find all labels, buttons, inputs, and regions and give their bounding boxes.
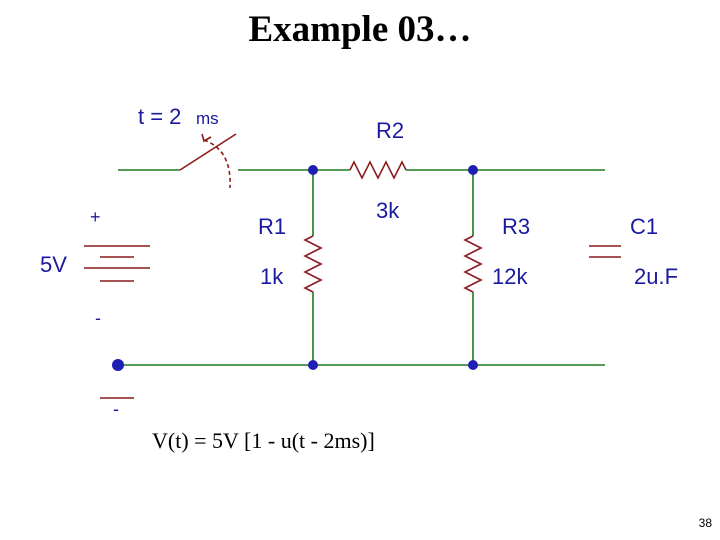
battery <box>84 245 150 282</box>
switch-time-label: t = 2 <box>138 104 181 129</box>
node-ground-left <box>112 359 124 371</box>
switch <box>179 133 237 189</box>
source-value-label: 5V <box>40 252 67 277</box>
source-plus-label: + <box>90 207 101 227</box>
r2-name-label: R2 <box>376 118 404 143</box>
r3-name-label: R3 <box>502 214 530 239</box>
switch-blade <box>179 133 237 171</box>
r2-resistor <box>349 160 407 180</box>
slide-title: Example 03… <box>248 9 472 50</box>
switch-arrow <box>201 133 212 143</box>
switch-arc <box>203 139 231 189</box>
node-a <box>308 165 318 175</box>
ground-minus-label: - <box>113 399 119 419</box>
switch-unit-label: ms <box>196 109 219 128</box>
source-minus-label: - <box>95 308 101 328</box>
node-bottom-r1 <box>308 360 318 370</box>
page-number: 38 <box>698 516 712 530</box>
c1-name-label: C1 <box>630 214 658 239</box>
r1-value-label: 1k <box>260 264 284 289</box>
r3-value-label: 12k <box>492 264 528 289</box>
r1-name-label: R1 <box>258 214 286 239</box>
r2-value-label: 3k <box>376 198 400 223</box>
r1-resistor <box>303 235 323 293</box>
r3-resistor <box>463 235 483 293</box>
source-voltage-formula: V(t) = 5V [1 - u(t - 2ms)] <box>152 428 375 453</box>
node-b <box>468 165 478 175</box>
c1-value-label: 2u.F <box>634 264 678 289</box>
node-bottom-r3 <box>468 360 478 370</box>
